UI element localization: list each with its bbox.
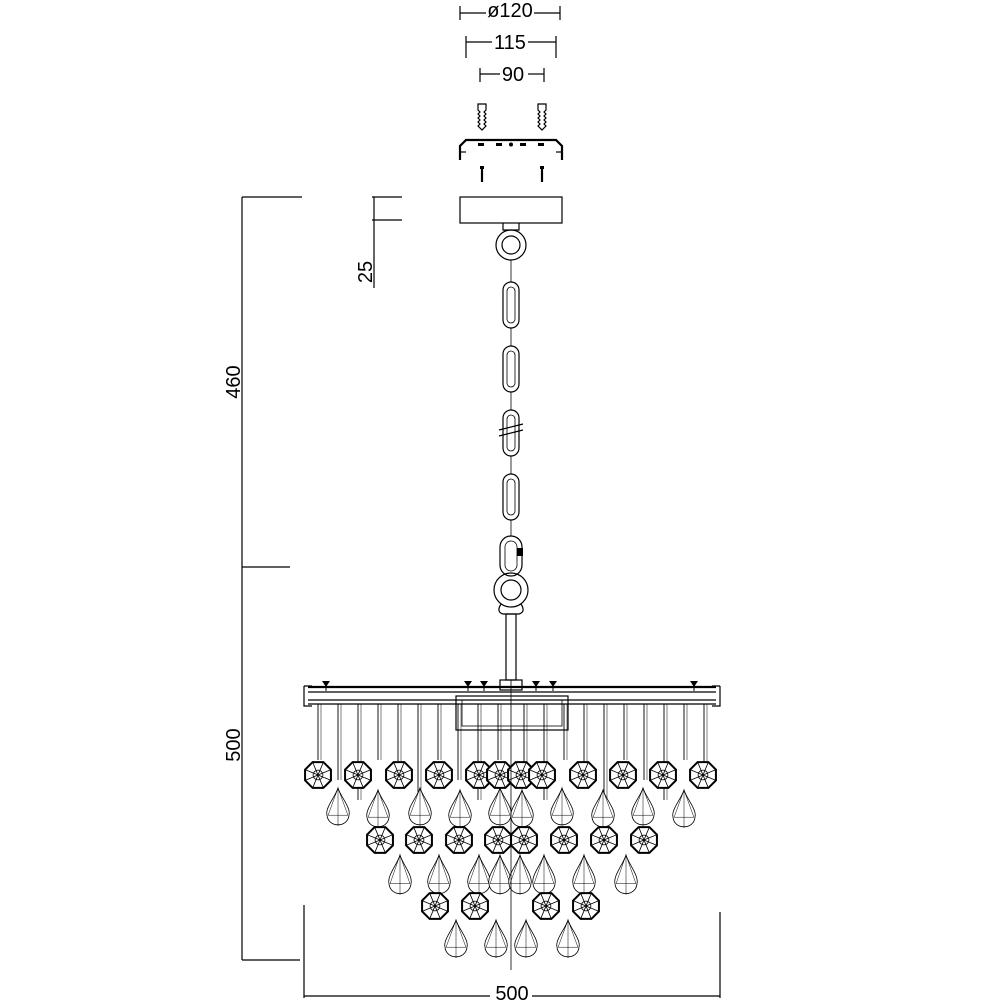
teardrop-crystal — [614, 853, 638, 895]
screw-left — [480, 166, 484, 182]
teardrop-crystal — [366, 788, 390, 828]
hanging-tab — [690, 681, 698, 691]
teardrop-crystal — [672, 788, 696, 828]
teardrop-crystal — [484, 918, 508, 958]
teardrop-crystal — [448, 788, 472, 828]
dim-label-canopy-height: 25 — [355, 261, 377, 283]
teardrop-crystal — [467, 853, 491, 895]
octagon-crystal — [366, 826, 394, 854]
teardrop-crystal — [572, 853, 596, 895]
dim-label-body-height: 500 — [223, 728, 245, 761]
octagon-crystals — [304, 761, 717, 920]
octagon-crystal — [649, 761, 677, 789]
octagon-crystal — [344, 761, 372, 789]
dim-label-body-width: 500 — [495, 983, 528, 1000]
teardrop-crystal — [631, 786, 655, 826]
upper-hook-ring — [495, 223, 527, 261]
teardrop-crystal — [508, 853, 532, 895]
teardrop-crystal — [326, 786, 350, 826]
octagon-crystal — [425, 761, 453, 789]
teardrop-crystal — [510, 788, 534, 828]
teardrop-crystal — [532, 853, 556, 895]
screw-right — [540, 166, 544, 182]
octagon-crystal — [532, 892, 560, 920]
octagon-crystal — [405, 826, 433, 854]
octagon-crystal — [510, 826, 538, 854]
octagon-crystal — [484, 826, 512, 854]
hanging-tabs — [322, 681, 698, 691]
chain — [498, 260, 524, 577]
octagon-crystal — [550, 826, 578, 854]
mounting-bracket — [458, 138, 564, 160]
dim-label-screw-spacing: 90 — [502, 64, 524, 86]
frame-ring — [303, 679, 721, 731]
teardrop-crystal — [427, 853, 451, 895]
hanging-tab — [322, 681, 330, 691]
teardrop-crystal — [514, 918, 538, 958]
octagon-crystal — [385, 761, 413, 789]
dim-chain-length: 460 — [223, 196, 302, 960]
octagon-crystal — [689, 761, 717, 789]
teardrop-crystal — [488, 786, 512, 826]
lower-hook-ring — [493, 572, 529, 681]
wall-anchor-right — [537, 103, 547, 131]
teardrop-crystal — [388, 853, 412, 895]
octagon-crystal — [569, 761, 597, 789]
teardrop-crystal — [591, 788, 615, 828]
octagon-crystal — [421, 892, 449, 920]
dim-label-chain-length: 460 — [223, 365, 245, 398]
octagon-crystal — [609, 761, 637, 789]
octagon-crystal — [445, 826, 473, 854]
octagon-crystal — [590, 826, 618, 854]
teardrop-crystal — [408, 786, 432, 826]
teardrop-crystal — [488, 853, 512, 895]
dim-body-height: 500 — [223, 728, 300, 961]
dim-label-canopy-diameter: ø120 — [487, 0, 533, 22]
octagon-crystal — [461, 892, 489, 920]
octagon-crystal — [304, 761, 332, 789]
octagon-crystal — [572, 892, 600, 920]
dim-screw-spacing: 90 — [479, 64, 545, 86]
hanging-tab — [532, 681, 540, 691]
ceiling-canopy — [459, 196, 563, 224]
octagon-crystal — [630, 826, 658, 854]
octagon-crystal — [465, 761, 493, 789]
teardrop-crystal — [550, 786, 574, 826]
wall-anchor-left — [477, 103, 487, 131]
teardrop-crystal — [444, 918, 468, 958]
dim-canopy-diameter: ø120 — [459, 0, 561, 22]
dim-label-bracket-width: 115 — [494, 32, 526, 54]
octagon-crystal — [528, 761, 556, 789]
dim-body-width: 500 — [303, 905, 721, 1000]
dim-canopy-height: 25 — [355, 196, 402, 288]
hanging-tab — [480, 681, 488, 691]
hanging-tab — [549, 681, 557, 691]
teardrop-crystals — [326, 786, 696, 958]
dim-bracket-width: 115 — [465, 32, 557, 58]
hanging-tab — [464, 681, 472, 691]
teardrop-crystal — [556, 918, 580, 958]
